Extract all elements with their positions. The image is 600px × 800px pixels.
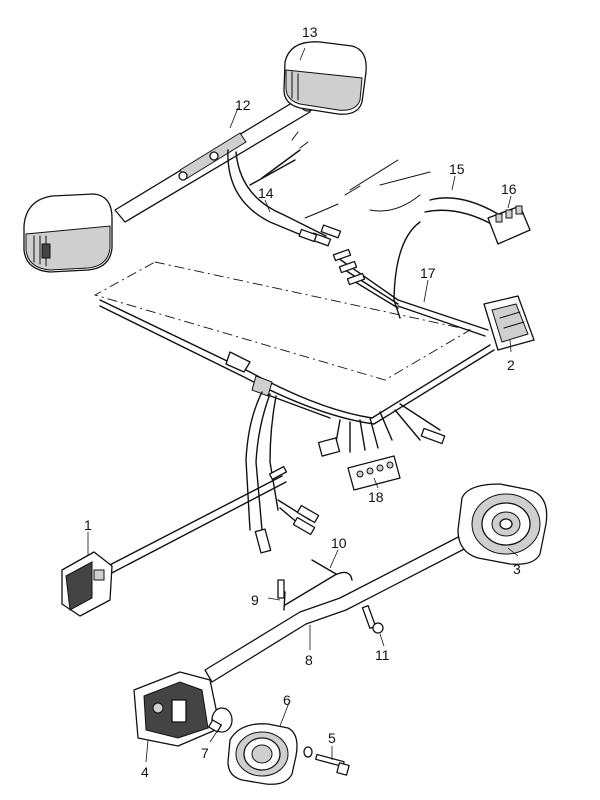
callout-17: 17 xyxy=(420,265,436,281)
callout-14: 14 xyxy=(258,185,274,201)
callout-1: 1 xyxy=(84,517,92,533)
wire-set-14 xyxy=(227,131,342,247)
main-harness-17 xyxy=(99,221,495,425)
side-connectors xyxy=(99,465,320,577)
terminal-block-16 xyxy=(487,205,531,245)
terminal-block-18 xyxy=(347,455,401,491)
leader-lines xyxy=(87,47,519,763)
bolt-11 xyxy=(361,604,384,634)
bulb-7 xyxy=(208,707,233,733)
screw-5 xyxy=(303,746,350,776)
callout-15: 15 xyxy=(449,161,465,177)
callout-9: 9 xyxy=(251,592,259,608)
upper-left-lamp xyxy=(23,193,113,273)
callout-12: 12 xyxy=(235,97,251,113)
callout-8: 8 xyxy=(305,652,313,668)
callout-10: 10 xyxy=(331,535,347,551)
callout-16: 16 xyxy=(501,181,517,197)
callout-7: 7 xyxy=(201,745,209,761)
callout-2: 2 xyxy=(507,357,515,373)
side-lamp-1 xyxy=(61,551,113,617)
callout-labels: 1 2 3 4 5 6 7 8 9 10 11 12 13 14 15 16 1… xyxy=(84,24,521,780)
lower-left-lamp-housing xyxy=(133,671,221,747)
upper-right-lamp xyxy=(283,41,367,115)
callout-11: 11 xyxy=(375,647,390,663)
lower-lamp-bracket xyxy=(204,531,475,683)
connector-housing-2 xyxy=(483,295,535,351)
callout-3: 3 xyxy=(513,561,521,577)
callout-6: 6 xyxy=(283,692,291,708)
upper-lamp-bracket xyxy=(114,94,317,223)
callout-5: 5 xyxy=(328,730,336,746)
reference-outline xyxy=(93,261,472,381)
callout-4: 4 xyxy=(141,764,149,780)
callout-18: 18 xyxy=(368,489,384,505)
wire-set-15 xyxy=(344,159,499,227)
lower-right-lamp xyxy=(457,483,548,565)
lens-6 xyxy=(227,723,298,785)
junction-area xyxy=(225,351,446,531)
callout-13: 13 xyxy=(302,24,318,40)
